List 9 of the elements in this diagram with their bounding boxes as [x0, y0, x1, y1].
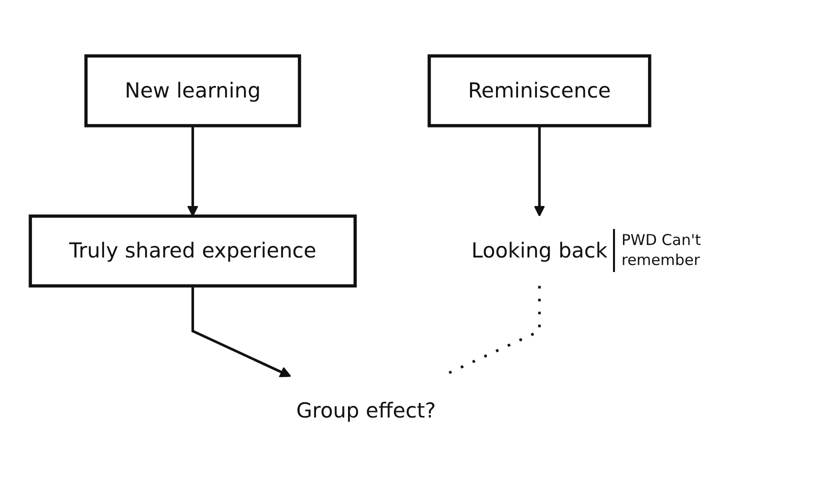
node-box: New learning: [84, 54, 302, 128]
node-box: Reminiscence: [428, 54, 652, 128]
node-box: Truly shared experience: [28, 214, 357, 288]
arrow: [187, 126, 198, 217]
node-text: Group effect?: [296, 398, 436, 423]
arrow: [191, 286, 292, 378]
node-text: Looking back: [471, 238, 608, 263]
arrow: [534, 126, 546, 217]
side-note: PWD Can't remember: [613, 229, 752, 272]
